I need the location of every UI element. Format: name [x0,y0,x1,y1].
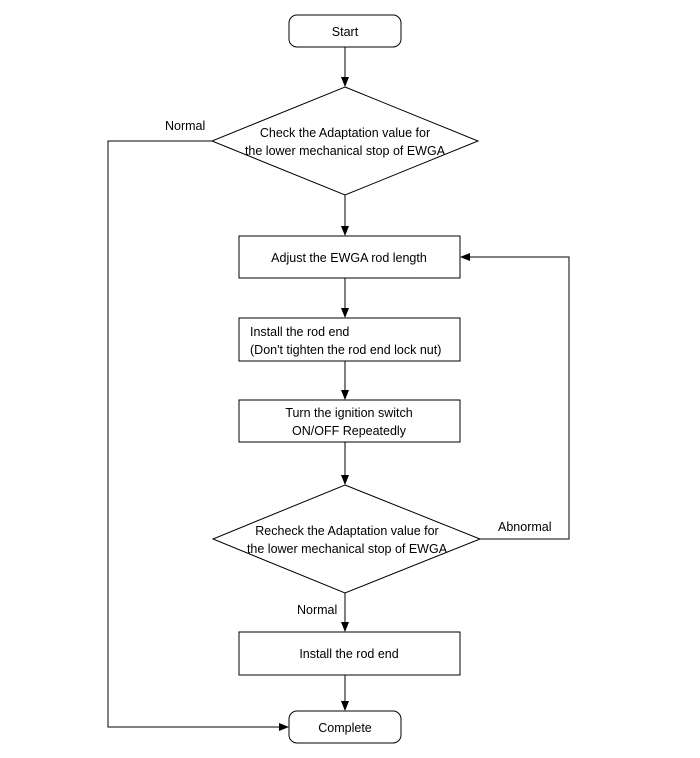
edge-check-normal-to-complete [107,140,289,731]
recheck-decision: Recheck the Adaptation value for the low… [211,484,482,594]
adjust-rod-length-label: Adjust the EWGA rod length [271,251,427,265]
edge-label-normal-top: Normal [165,119,205,133]
complete-node: Complete [288,710,402,744]
edge-label-abnormal: Abnormal [498,520,552,534]
install-rod-end-final-step: Install the rod end [238,631,461,676]
ignition-switch-line-1: Turn the ignition switch [285,406,412,420]
check-decision-line-1: Check the Adaptation value for [260,126,430,140]
start-node: Start [288,14,402,48]
recheck-decision-line-1: Recheck the Adaptation value for [255,524,438,538]
ignition-switch-step: Turn the ignition switch ON/OFF Repeated… [238,399,461,443]
ignition-switch-line-2: ON/OFF Repeatedly [292,424,407,438]
edge-recheck-abnormal-to-adjust [460,253,570,540]
install-rod-end-line-1: Install the rod end [250,325,349,339]
edge-label-normal-bottom: Normal [297,603,337,617]
install-rod-end-line-2: (Don't tighten the rod end lock nut) [250,343,441,357]
start-node-label: Start [332,25,359,39]
check-decision: Check the Adaptation value for the lower… [210,86,480,196]
complete-node-label: Complete [318,721,372,735]
check-decision-line-2: the lower mechanical stop of EWGA [245,144,446,158]
install-rod-end-final-label: Install the rod end [299,647,398,661]
recheck-decision-line-2: the lower mechanical stop of EWGA [247,542,448,556]
adjust-rod-length-step: Adjust the EWGA rod length [238,235,461,279]
install-rod-end-step: Install the rod end (Don't tighten the r… [238,317,461,362]
